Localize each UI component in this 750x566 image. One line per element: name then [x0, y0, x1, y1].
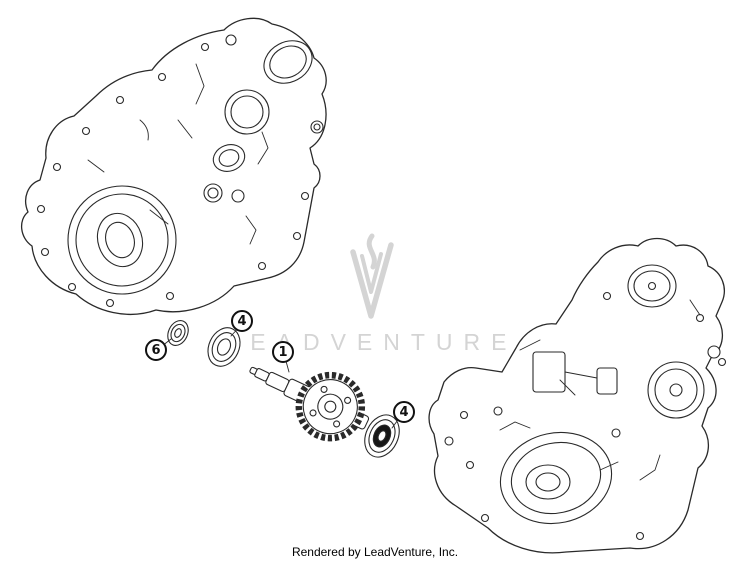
footer-credit: Rendered by LeadVenture, Inc.	[291, 545, 459, 559]
callout-part-1-label: 1	[278, 344, 288, 360]
callout-part-4-lower[interactable]: 4	[393, 401, 415, 423]
left-crankcase-drawing	[21, 17, 327, 316]
bearing-4-upper-drawing	[207, 327, 241, 367]
right-crankcase-drawing	[428, 237, 727, 554]
callout-part-1[interactable]: 1	[272, 341, 294, 363]
watermark-flame-icon	[350, 233, 394, 319]
callout-part-6-label: 6	[151, 342, 161, 358]
callout-part-6[interactable]: 6	[145, 339, 167, 361]
callout-part-4-upper-label: 4	[237, 313, 247, 329]
watermark-text: LEADVENTURE	[227, 329, 518, 355]
callout-part-4-upper[interactable]: 4	[231, 310, 253, 332]
bearing-4-lower-drawing	[364, 414, 400, 458]
balancer-shaft-drawing	[249, 366, 370, 442]
callout-part-4-lower-label: 4	[399, 404, 409, 420]
bearing-6-drawing	[167, 320, 189, 346]
